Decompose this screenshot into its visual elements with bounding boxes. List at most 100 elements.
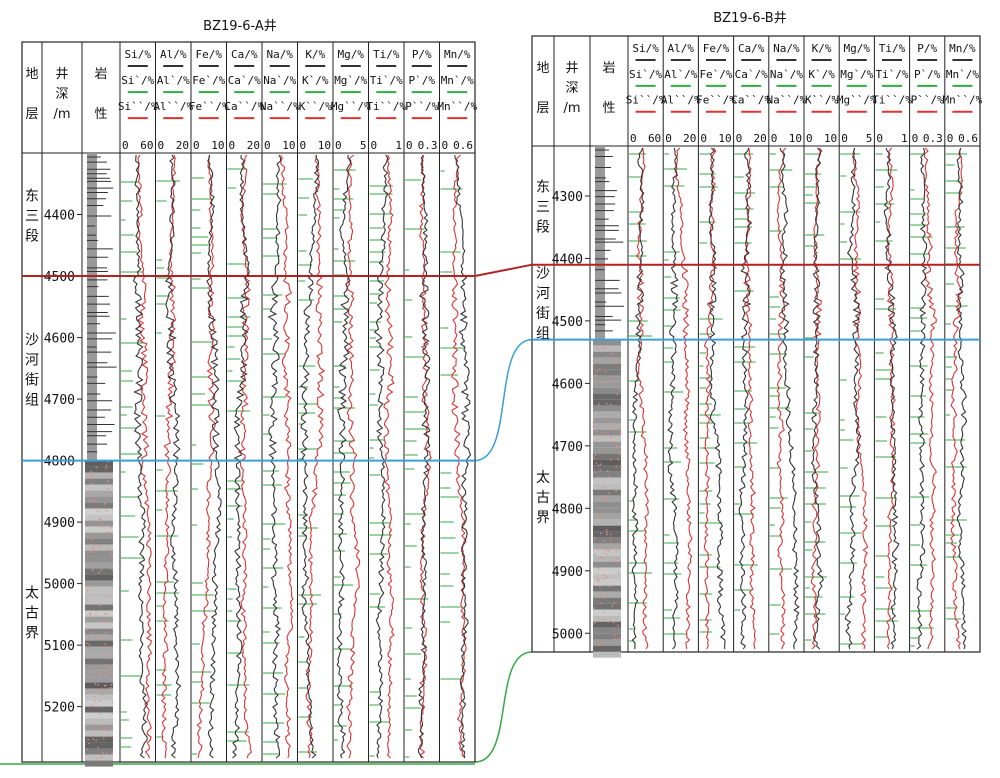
depth-label: 5200 (44, 701, 75, 716)
lithology-basement (85, 742, 113, 749)
lithology-basement (85, 478, 113, 485)
lithology-speck (108, 672, 111, 675)
lithology-basement (85, 514, 113, 521)
track-label-si: Si/% (632, 42, 659, 55)
lithology-header: 岩性 (94, 67, 107, 122)
track-label-ca: Ca/% (231, 48, 258, 61)
track-label-mg: Mg``/% (331, 100, 371, 113)
lithology-speck (94, 683, 97, 685)
track-label-ca: Ca``/% (731, 94, 771, 107)
lithology-speck (604, 450, 606, 452)
track-label-mg: Mg``/% (837, 94, 877, 107)
curve-tertiary (635, 147, 649, 650)
curve-primary (132, 154, 149, 759)
lithology-speck (613, 602, 615, 604)
lithology-speck (593, 621, 596, 624)
lithology-basement (593, 621, 621, 628)
lithology-speck (608, 476, 610, 478)
lithology-speck (99, 677, 101, 679)
lithology-basement (85, 760, 113, 767)
track-label-al: Al``/% (661, 94, 701, 107)
lithology-basement (593, 471, 621, 478)
strata-name: 沙河街组 (25, 332, 39, 408)
lithology-speck (599, 532, 602, 535)
depth-label: 4600 (44, 332, 75, 347)
lithology-speck (86, 628, 89, 631)
lithology-speck (613, 441, 616, 443)
lithology-speck (593, 429, 596, 431)
lithology-speck (98, 713, 101, 716)
scale-max: 20 (683, 132, 696, 145)
track-label-k: K/% (812, 42, 832, 55)
lithology-speck (599, 547, 602, 549)
track-label-p: P``/% (405, 100, 438, 113)
lithology-speck (606, 419, 608, 421)
lithology-speck (595, 439, 598, 441)
curve-primary (708, 147, 726, 650)
lithology-speck (102, 751, 105, 754)
lithology-speck (106, 524, 109, 527)
scale-max: 60 (140, 139, 153, 152)
track-label-fe: Fe``/% (696, 94, 736, 107)
lithology-speck (85, 477, 88, 480)
curve-tertiary (852, 147, 869, 650)
lithology-speck (609, 459, 612, 461)
track-label-al: Al`/% (157, 74, 190, 87)
lithology-speck (111, 485, 113, 487)
lithology-speck (602, 640, 604, 642)
lithology-basement (593, 561, 621, 568)
lithology-basement (85, 640, 113, 647)
lithology-basement (85, 472, 113, 479)
curve-tertiary (923, 147, 937, 650)
lithology-basement (593, 591, 621, 598)
lithology-speck (614, 638, 617, 640)
lithology-speck (617, 542, 619, 545)
curve-tertiary (305, 154, 326, 759)
lithology-speck (615, 490, 617, 492)
scale-min: 0 (700, 132, 707, 145)
lithology-speck (596, 579, 598, 581)
lithology-speck (613, 634, 616, 637)
lithology-speck (98, 571, 100, 574)
lithology-basement (85, 562, 113, 569)
depth-label: 4700 (44, 393, 75, 408)
lithology-speck (110, 684, 113, 686)
curve-tertiary (743, 147, 756, 650)
lithology-basement (85, 706, 113, 713)
lithology-basement (85, 712, 113, 719)
lithology-basement (85, 466, 113, 473)
track-label-na: Na/% (267, 48, 294, 61)
strata-header: 地层 (536, 61, 549, 116)
track-label-mg: Mg/% (338, 48, 365, 61)
scale-max: 10 (211, 139, 224, 152)
lithology-speck (85, 642, 88, 645)
lithology-speck (616, 375, 619, 378)
lithology-speck (598, 403, 600, 406)
lithology-speck (106, 728, 109, 730)
curve-primary (300, 154, 320, 759)
green-correlation-link (474, 651, 533, 763)
track-label-p: P/% (412, 48, 432, 61)
scale-max: 20 (247, 139, 260, 152)
curve-tertiary (137, 154, 153, 759)
curve-primary (667, 147, 679, 650)
lithology-speck (613, 559, 616, 562)
scale-min: 0 (442, 139, 449, 152)
scale-min: 0 (630, 132, 637, 145)
scale-max: 5 (866, 132, 873, 145)
lithology-speck (107, 735, 110, 737)
lithology-speck (607, 492, 610, 494)
lithology-basement (593, 537, 621, 544)
lithology-speck (606, 591, 608, 594)
depth-header: 井深/m (53, 67, 70, 122)
lithology-speck (617, 624, 619, 627)
lithology-speck (88, 689, 91, 691)
lithology-speck (606, 498, 608, 500)
lithology-speck (600, 602, 602, 604)
lithology-speck (604, 432, 607, 435)
curve-primary (955, 147, 968, 650)
lithology-basement (593, 435, 621, 442)
lithology-basement (85, 682, 113, 689)
lithology-speck (108, 657, 111, 659)
